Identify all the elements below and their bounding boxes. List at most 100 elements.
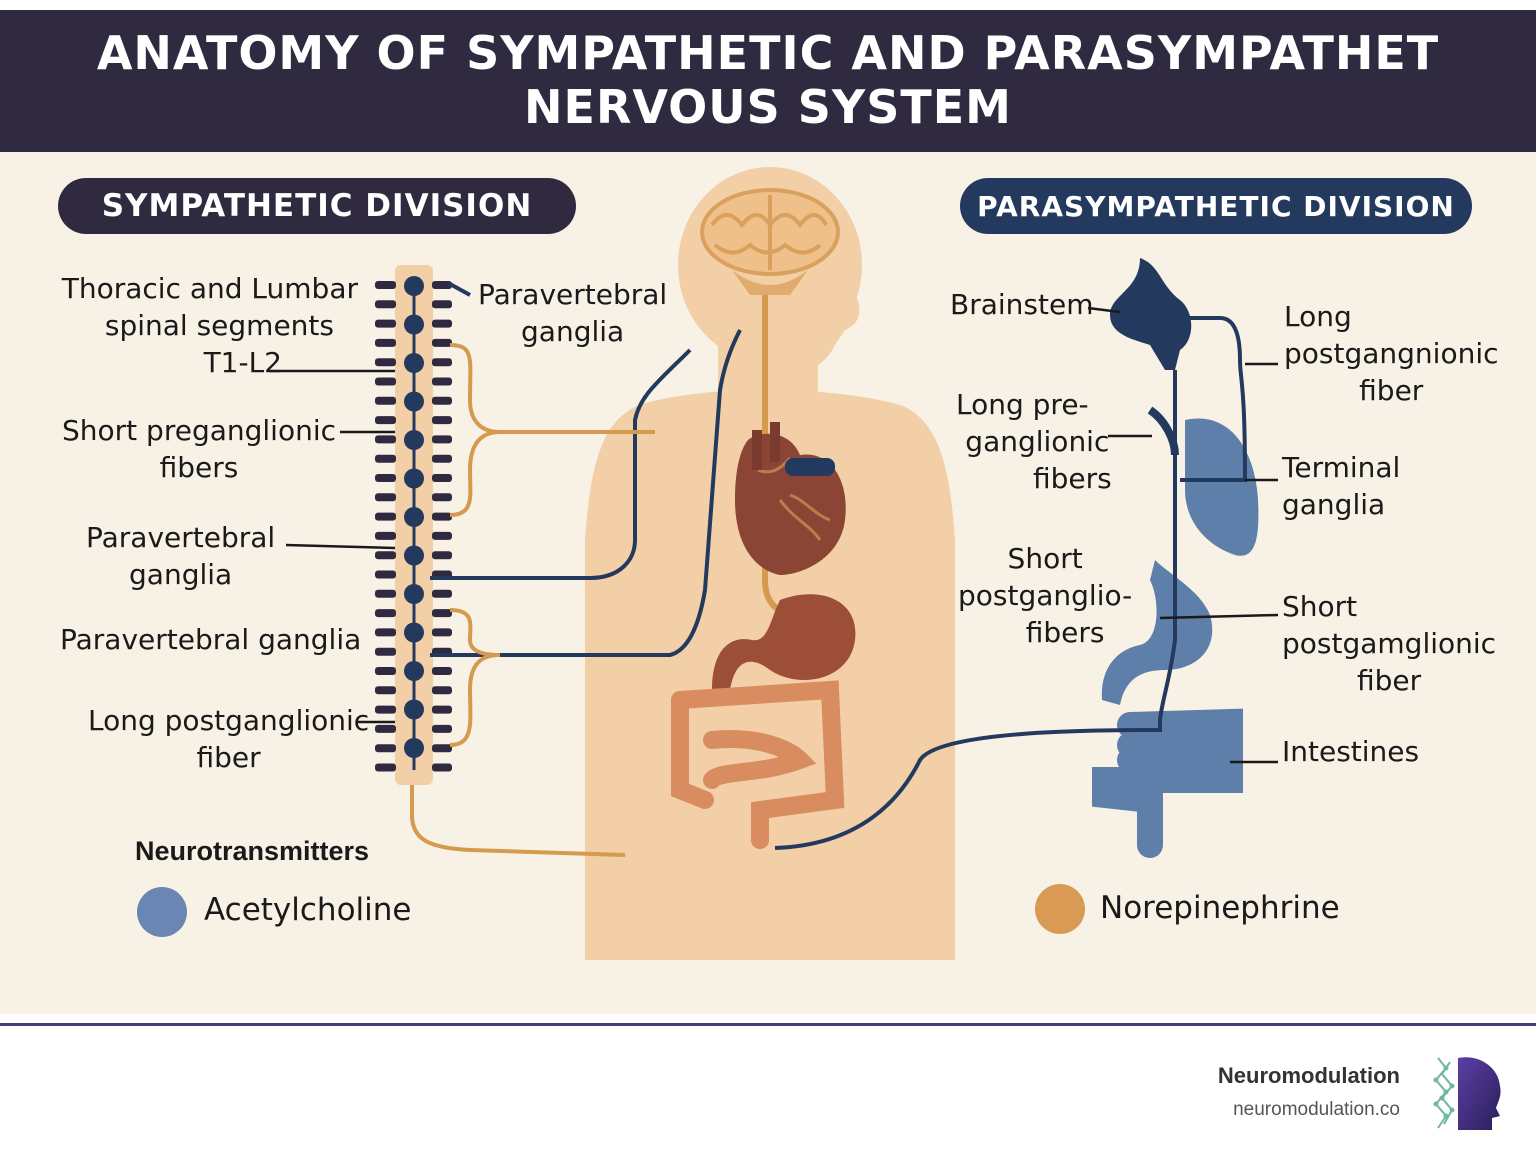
spinal-nerve-tick [432, 396, 452, 405]
spinal-nerve-tick [375, 551, 396, 560]
spinal-ganglion [404, 545, 424, 566]
spinal-ganglion [404, 430, 424, 450]
label-long-post-line1: Long postganglionic [88, 704, 370, 737]
label-short-preganglionic: Short preganglionic fibers [62, 412, 336, 486]
title-line-1: ANATOMY OF SYMPATHETIC AND PARASYMPATHET [96, 26, 1440, 80]
leader-lines [270, 306, 1279, 764]
spinal-nerve-tick [375, 338, 396, 347]
spinal-nerve-tick [432, 377, 452, 386]
label-segments-line2: spinal segments [104, 309, 334, 342]
spinal-ganglion [404, 468, 424, 489]
spinal-nerve-tick [432, 686, 452, 695]
spinal-nerve-tick [432, 416, 452, 425]
title-line-2: NERVOUS SYSTEM [524, 80, 1012, 134]
spinal-ganglion [404, 314, 424, 335]
brand-logo-icon [1433, 1057, 1501, 1130]
spine-ganglia [375, 276, 452, 772]
spinal-nerve-tick [432, 705, 452, 714]
parasympathetic-heading: PARASYMPATHETIC DIVISION [960, 178, 1472, 234]
spinal-nerve-tick [432, 281, 452, 289]
label-parav-top-line2: ganglia [521, 315, 625, 348]
spinal-nerve-tick [432, 589, 452, 598]
spinal-ganglion [404, 622, 424, 643]
spinal-ganglion [404, 507, 424, 527]
spinal-nerve-tick [375, 377, 396, 386]
footer-divider [0, 1023, 1536, 1026]
spinal-nerve-tick [432, 358, 452, 367]
spinal-nerve-tick [375, 667, 396, 675]
spinal-ganglion [404, 353, 424, 373]
spinal-nerve-tick [375, 435, 396, 444]
label-short-pre-line2: fibers [159, 451, 239, 484]
spinal-ganglion [404, 738, 424, 758]
spinal-nerve-tick [432, 435, 452, 444]
label-long-pre-line1: Long pre- [956, 388, 1089, 421]
label-parav-top-line1: Paravertebral [478, 278, 668, 311]
spinal-nerve-tick [432, 338, 452, 347]
lung-icon [1185, 418, 1259, 556]
heart-icon [735, 422, 846, 575]
spinal-nerve-tick [375, 647, 396, 656]
label-parav-mid-line1: Paravertebral [86, 521, 276, 554]
spinal-nerve-tick [375, 724, 396, 733]
label-long-pre-line3: fibers [1032, 462, 1112, 495]
label-segments: Thoracic and Lumbar spinal segments T1-L… [62, 270, 358, 381]
sympathetic-heading: SYMPATHETIC DIVISION [58, 178, 576, 234]
spinal-ganglion [404, 391, 424, 412]
sympathetic-fibers-orange [410, 343, 655, 857]
legend-acetylcholine-label: Acetylcholine [204, 892, 412, 928]
label-long-post-r-line1: Long [1284, 300, 1352, 333]
page-title: ANATOMY OF SYMPATHETIC AND PARASYMPATHET… [0, 26, 1536, 134]
spinal-nerve-tick [432, 300, 452, 309]
spinal-ganglion [404, 661, 424, 681]
spinal-nerve-tick [432, 319, 452, 328]
parasympathetic-fibers [774, 316, 1248, 850]
label-segments-line3: T1-L2 [203, 346, 282, 379]
brainstem-icon [1110, 258, 1192, 370]
label-brainstem: Brainstem [950, 288, 1094, 321]
spinal-nerve-tick [375, 281, 396, 289]
label-long-postganglionic: Long postganglionic fiber [88, 702, 369, 776]
stomach-icon [712, 594, 856, 690]
label-short-post-l-line2: postganglio- [958, 579, 1133, 612]
label-terminal-line1: Terminal [1282, 451, 1401, 484]
label-short-post-r-line1: Short [1282, 590, 1358, 623]
sympathetic-fibers-navy [430, 282, 742, 657]
label-long-post-r-line3: fiber [1359, 374, 1424, 407]
brand-url[interactable]: neuromodulation.co [1233, 1099, 1400, 1120]
title-bar [0, 10, 1536, 152]
label-short-post-l-line1: Short [1007, 542, 1083, 575]
label-terminal-line2: ganglia [1282, 488, 1386, 521]
intestines-icon [671, 680, 845, 849]
spinal-nerve-tick [375, 512, 396, 521]
spinal-nerve-tick [375, 474, 396, 482]
spinal-nerve-tick [375, 531, 396, 540]
spinal-nerve-tick [375, 744, 396, 753]
spinal-nerve-tick [432, 628, 452, 637]
spinal-nerve-tick [432, 493, 452, 502]
label-short-postgamglionic: Short postgamglionic fiber [1282, 588, 1496, 699]
spinal-nerve-tick [432, 454, 452, 463]
spinal-nerve-tick [375, 589, 396, 598]
spinal-nerve-tick [432, 531, 452, 540]
spinal-nerve-tick [375, 319, 396, 328]
para-stomach-icon [1101, 560, 1213, 705]
legend-title: Neurotransmitters [135, 836, 370, 866]
label-short-post-l-line3: fibers [1025, 616, 1105, 649]
label-short-pre-line1: Short preganglionic [62, 414, 336, 447]
spinal-ganglion [404, 699, 424, 720]
spinal-nerve-tick [375, 358, 396, 367]
label-paravertebral-mid: Paravertebral ganglia [86, 519, 275, 593]
label-long-pre-line2: ganglionic [965, 425, 1110, 458]
label-intestines: Intestines [1282, 735, 1420, 768]
label-long-post-r-line2: postgangnionic [1284, 337, 1499, 370]
label-paravertebral-top: Paravertebral ganglia [478, 276, 667, 350]
label-long-postgangnionic: Long postgangnionic fiber [1284, 298, 1499, 409]
spinal-nerve-tick [375, 705, 396, 714]
spinal-nerve-tick [375, 763, 396, 772]
spinal-nerve-tick [375, 396, 396, 405]
spinal-ganglion [404, 584, 424, 604]
spinal-nerve-tick [375, 609, 396, 618]
spinal-nerve-tick [432, 667, 452, 675]
